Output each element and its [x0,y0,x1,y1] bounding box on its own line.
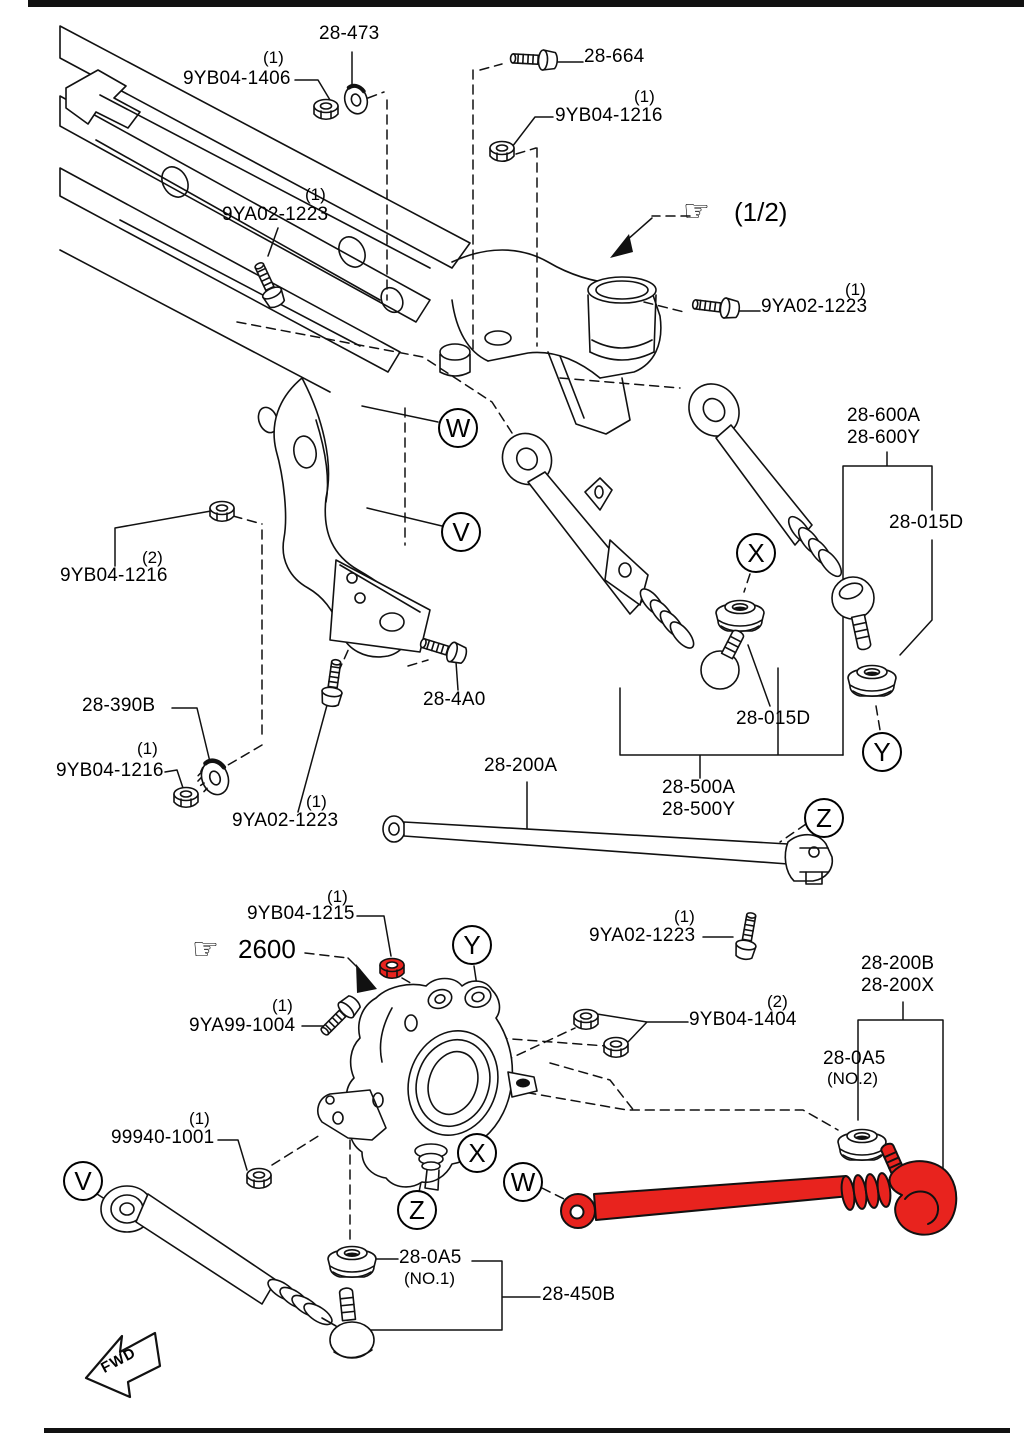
callout-9yb04-1404-qty: (2) [767,992,788,1011]
lateral-arm-28-500 [501,432,745,690]
callout-9yb04-1215-label: 9YB04-1215 [247,903,355,924]
callout-28-390b-label: 28-390B [82,695,156,716]
bushing-no2-drawing [837,1128,887,1162]
callout-9ya02-1223-lower-label: 9YA02-1223 [589,925,696,946]
washer-28-390b [197,758,230,796]
callout-9ya02-1223-lower-qty: (1) [674,907,695,926]
callout-9ya02-1223-right-label: 9YA02-1223 [761,296,868,317]
callout-28-4a0-label: 28-4A0 [423,689,486,710]
callout-leader-lines [96,51,944,1331]
callout-28-664-label: 28-664 [584,46,645,67]
callout-9yb04-1216-x2-label: 9YB04-1216 [60,565,168,586]
view-circle-x-lower: X [457,1133,497,1173]
view-circle-z-lower: Z [397,1190,437,1230]
callout-9yb04-1404-label: 9YB04-1404 [689,1009,797,1030]
callout-28-200b-label: 28-200B [861,953,935,974]
hand-pointer-icon[interactable]: ☞ [683,194,710,229]
assembly-guide-lines [227,63,881,1241]
top-border-bar [28,0,1024,7]
callout-9ya02-1223-mid-qty: (1) [306,792,327,811]
callout-28-015d-right-label: 28-015D [889,512,964,533]
callout-28-0a5-no1-label: 28-0A5 [399,1247,462,1268]
washer-28-473 [343,83,369,115]
view-circle-z-upper: Z [804,798,844,838]
callout-28-0a5-no2-note: (NO.2) [827,1069,878,1088]
view-circle-y-upper: Y [862,732,902,772]
callout-99940-1001-label: 99940-1001 [111,1127,215,1148]
callout-28-0a5-no2-label: 28-0A5 [823,1048,886,1069]
fasteners [173,47,763,1190]
callout-28-500a-label: 28-500A [662,777,736,798]
view-circle-v-upper: V [441,512,481,552]
callout-9ya99-1004-label: 9YA99-1004 [189,1015,296,1036]
callout-28-500y-label: 28-500Y [662,799,736,820]
bottom-border-bar [44,1428,1010,1433]
callout-9yb04-1216-top-qty: (1) [634,87,655,106]
red-nut-9yb04-1215 [379,957,405,980]
callout-9yb04-1406-label: 9YB04-1406 [183,68,291,89]
callout-9ya99-1004-qty: (1) [272,996,293,1015]
callout-28-200a-label: 28-200A [484,755,558,776]
figure-page-link[interactable]: (1/2) [734,197,788,227]
view-circle-y-knuckle: Y [452,925,492,965]
toe-control-link-highlighted [560,1142,958,1236]
lateral-link-28-200a [382,815,834,885]
callout-9yb04-1216-x2-qty: (2) [142,548,163,567]
callout-28-200x-label: 28-200X [861,975,935,996]
callout-28-450b-label: 28-450B [542,1284,616,1305]
callout-28-0a5-no1-note: (NO.1) [404,1269,455,1288]
callout-9yb04-1406-qty: (1) [263,48,284,67]
rear-crossmember-drawing [59,25,662,658]
callout-9ya02-1223-upper-qty: (1) [305,185,326,204]
callout-99940-1001-qty: (1) [189,1109,210,1128]
hand-pointer-icon[interactable]: ☞ [192,932,219,967]
callout-28-015d-left-label: 28-015D [736,708,811,729]
callout-9yb04-1216-lower-label: 9YB04-1216 [56,760,164,781]
callout-9ya02-1223-mid-label: 9YA02-1223 [232,810,339,831]
view-circle-v-lower: V [63,1161,103,1201]
view-circle-x-upper: X [736,533,776,573]
fwd-arrow [84,1331,162,1399]
callout-28-600a-label: 28-600A [847,405,921,426]
trailing-link-drawing [100,1185,377,1359]
callout-9ya02-1223-right-qty: (1) [845,280,866,299]
upper-lateral-arm-28-600 [688,383,897,698]
callout-28-473-label: 28-473 [319,23,380,44]
view-circle-w-lower: W [503,1162,543,1202]
callout-9ya02-1223-upper-label: 9YA02-1223 [222,204,329,225]
callout-9yb04-1215-qty: (1) [327,887,348,906]
callout-9yb04-1216-lower-qty: (1) [137,739,158,758]
callout-28-600y-label: 28-600Y [847,427,921,448]
assembly-2600-link[interactable]: 2600 [238,934,296,964]
view-circle-w-upper: W [438,408,478,448]
callout-9yb04-1216-top-label: 9YB04-1216 [555,105,663,126]
